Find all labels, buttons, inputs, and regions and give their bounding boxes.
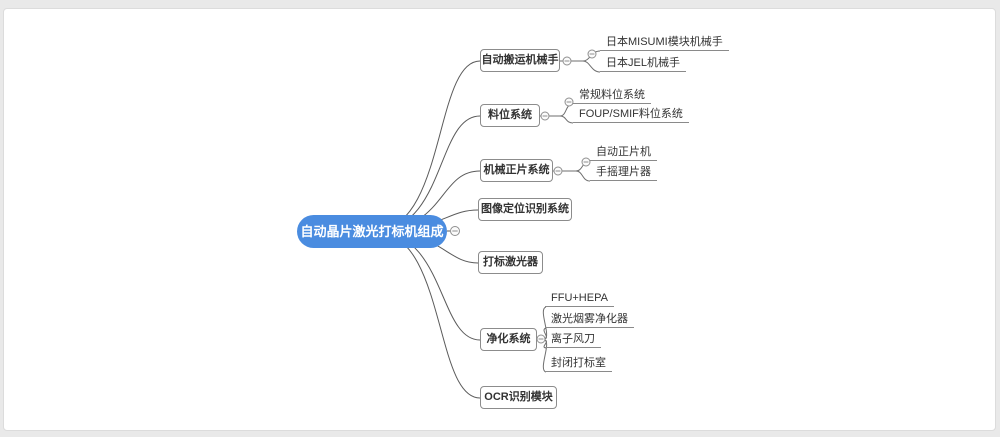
connector-root-branch1 [373,60,481,232]
subtopic-6-2[interactable]: 激光烟雾净化器 [545,313,634,328]
collapse-toggle-branch1[interactable] [562,56,572,66]
collapse-toggle-branch3[interactable] [553,166,563,176]
branch-topic-3[interactable]: 机械正片系统 [480,159,553,182]
connector-branch6-child4 [542,339,548,373]
subtopic-6-1[interactable]: FFU+HEPA [545,292,614,307]
branch-topic-5[interactable]: 打标激光器 [478,251,543,274]
collapse-toggle-branch6[interactable] [536,334,546,344]
connector-branch6-child2 [543,327,547,340]
subtopic-2-1[interactable]: 常规料位系统 [573,89,651,104]
subtopic-3-2[interactable]: 手摇理片器 [590,166,657,181]
branch-topic-6[interactable]: 净化系统 [480,328,537,351]
root-topic[interactable]: 自动晶片激光打标机组成 [297,215,447,248]
branch-topic-7[interactable]: OCR识别模块 [480,386,557,409]
branch-topic-1[interactable]: 自动搬运机械手 [480,49,560,72]
connector-branch1-child2 [582,60,601,73]
collapse-toggle-branch2[interactable] [540,111,550,121]
subtopic-2-2[interactable]: FOUP/SMIF料位系统 [573,108,689,123]
subtopic-6-3[interactable]: 离子风刀 [545,333,601,348]
subtopic-3-1[interactable]: 自动正片机 [590,146,657,161]
branch-topic-2[interactable]: 料位系统 [480,104,540,127]
collapse-toggle-branch2-junction[interactable] [564,97,574,107]
subtopic-6-4[interactable]: 封闭打标室 [545,357,612,372]
connector-root-branch7 [373,230,481,399]
collapse-toggle-root[interactable] [450,226,460,236]
collapse-toggle-branch1-junction[interactable] [587,49,597,59]
connector-branch3-child2 [575,170,591,182]
collapse-toggle-branch3-junction[interactable] [581,157,591,167]
connector-root-branch2 [373,115,481,232]
connector-branch2-child2 [559,115,574,124]
subtopic-1-1[interactable]: 日本MISUMI模块机械手 [600,36,729,51]
subtopic-1-2[interactable]: 日本JEL机械手 [600,57,686,72]
branch-topic-4[interactable]: 图像定位识别系统 [478,198,572,221]
